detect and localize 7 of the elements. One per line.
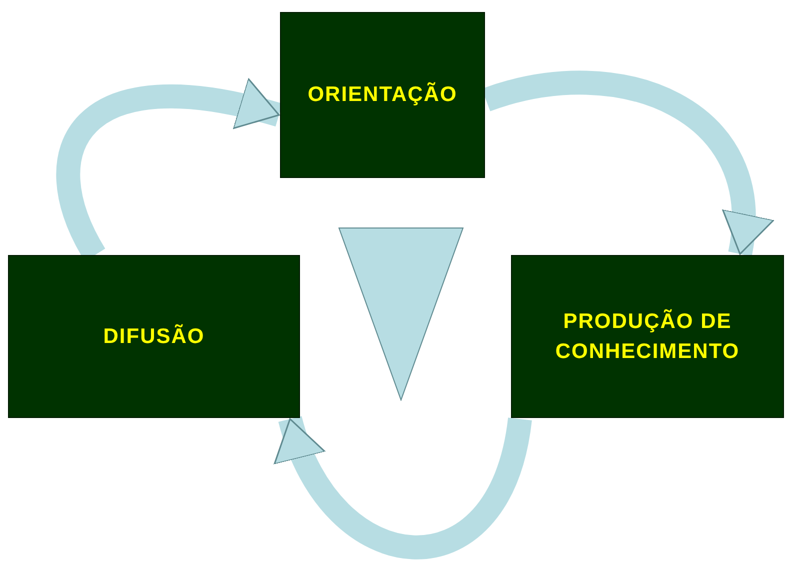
- box-label: DIFUSÃO: [102, 323, 206, 350]
- process-box: [511, 255, 784, 418]
- process-box: [8, 255, 300, 418]
- triangle-shape: [338, 227, 464, 401]
- box-label: PRODUÇÃO DE CONHECIMENTO: [554, 308, 741, 364]
- box-label: ORIENTAÇÃO: [306, 81, 458, 108]
- process-box: [280, 12, 485, 178]
